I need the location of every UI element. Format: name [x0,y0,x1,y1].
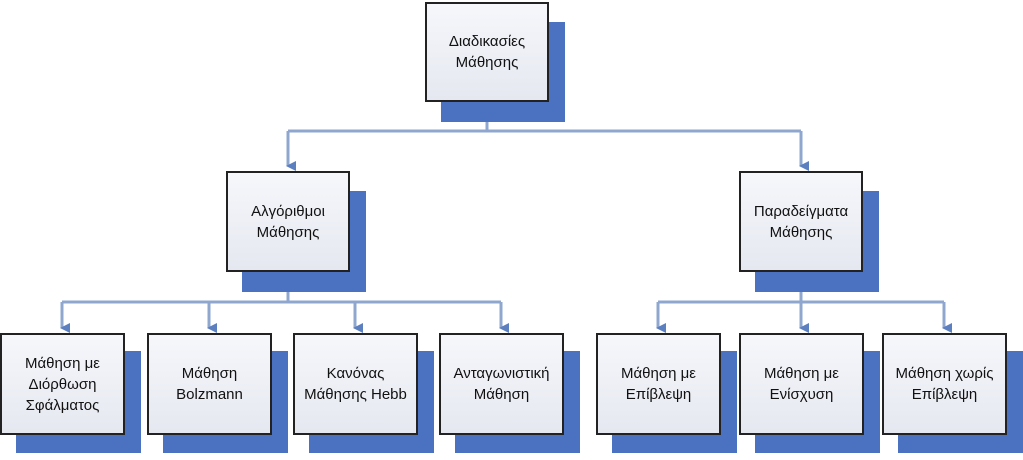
node-label-line: Σφάλματος [25,396,100,414]
node-supervised-learning: Μάθηση με Επίβλεψη [596,333,737,453]
node-learning-paradigms: Παραδείγματα Μάθησης [739,171,879,292]
node-label-line: Μάθηση με [25,354,100,372]
node-label-line: Ανταγωνιστική [453,365,550,382]
node-learning-processes: Διαδικασίες Μάθησης [425,2,565,122]
node-error-correction-learning: Μάθηση με Διόρθωση Σφάλματος [0,333,141,453]
node-label-line: Ενίσχυση [769,386,834,403]
node-label-line: Bolzmann [176,386,243,403]
node-box: Παραδείγματα Μάθησης [739,171,863,272]
node-label-line: Διαδικασίες [448,33,526,50]
node-box: Μάθηση Bolzmann [147,333,272,435]
node-box: Μάθηση χωρίς Επίβλεψη [882,333,1007,435]
node-box: Μάθηση με Ενίσχυση [739,333,864,435]
node-competitive-learning: Ανταγωνιστική Μάθηση [439,333,580,453]
node-box: Μάθηση με Διόρθωση Σφάλματος [0,333,125,435]
node-label-line: Μάθησης [769,223,833,241]
node-unsupervised-learning: Μάθηση χωρίς Επίβλεψη [882,333,1023,453]
node-label-line: Παραδείγματα [753,202,849,220]
node-label-line: Μάθηση με [764,365,839,382]
node-label-line: Μάθησης [455,54,519,71]
node-label-line: Μάθηση με [621,365,696,382]
node-reinforcement-learning: Μάθηση με Ενίσχυση [739,333,880,453]
node-label-line: Επίβλεψη [625,386,692,403]
node-box: Διαδικασίες Μάθησης [425,2,549,102]
node-box: Αλγόριθμοι Μάθησης [226,171,350,272]
node-label-line: Επίβλεψη [911,386,978,403]
node-label-line: Κανόνας [326,365,385,382]
node-bolzmann-learning: Μάθηση Bolzmann [147,333,288,453]
node-label-line: Μάθησης Hebb [304,386,407,403]
node-label-line: Διόρθωση [28,375,97,393]
node-learning-algorithms: Αλγόριθμοι Μάθησης [226,171,366,292]
node-label-line: Μάθηση [181,365,238,382]
node-label-line: Μάθησης [256,223,320,241]
node-hebb-rule: Κανόνας Μάθησης Hebb [293,333,434,453]
node-box: Ανταγωνιστική Μάθηση [439,333,564,435]
node-box: Κανόνας Μάθησης Hebb [293,333,418,435]
node-label-line: Μάθηση [473,386,530,403]
node-label-line: Μάθηση χωρίς [895,365,994,382]
node-box: Μάθηση με Επίβλεψη [596,333,721,435]
node-label-line: Αλγόριθμοι [251,202,325,220]
